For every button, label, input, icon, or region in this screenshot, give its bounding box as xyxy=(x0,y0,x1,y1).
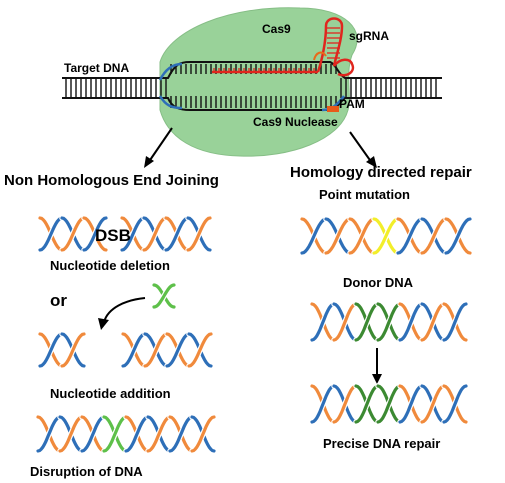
dna-blue-edge xyxy=(158,95,183,110)
insertion-arrow xyxy=(98,297,146,330)
strand-segment xyxy=(190,415,216,453)
target-dna-ladder xyxy=(62,61,442,112)
dna-bottom-strand xyxy=(62,97,442,111)
strand-segment xyxy=(354,384,380,424)
sgrna-shape xyxy=(212,17,355,77)
strand-segment xyxy=(152,283,176,309)
strand-segment xyxy=(376,384,402,424)
strand-segment xyxy=(442,384,468,424)
point-mutation-helix xyxy=(299,216,473,256)
strand-segment xyxy=(82,216,108,252)
strand-segment xyxy=(60,216,86,252)
strand-segment xyxy=(442,302,468,342)
point-mutation-label: Point mutation xyxy=(319,187,410,202)
strand-segment xyxy=(60,332,86,368)
target-dna-label: Target DNA xyxy=(64,61,129,75)
dna-blue-edge xyxy=(158,62,183,81)
dsb-helix-right xyxy=(119,215,213,253)
nucleotide-deletion-label: Nucleotide deletion xyxy=(50,258,170,273)
strand-segment xyxy=(444,217,472,255)
hdr-heading: Homology directed repair xyxy=(290,164,472,181)
strand-segment xyxy=(324,217,352,255)
strand-segment xyxy=(420,302,446,342)
cas9-protein-shape xyxy=(159,7,358,157)
nucleotide-addition-label: Nucleotide addition xyxy=(50,386,171,401)
addition-helix-right xyxy=(120,331,214,369)
or-label: or xyxy=(50,291,67,310)
cas9-nuclease-label: Cas9 Nuclease xyxy=(253,115,338,129)
strand-segment xyxy=(168,415,194,453)
strand-segment xyxy=(332,384,358,424)
strand-segment xyxy=(164,216,190,252)
strand-segment xyxy=(420,384,446,424)
donor-dna-label: Donor DNA xyxy=(343,275,414,290)
strand-segment xyxy=(354,302,380,342)
pam-label: PAM xyxy=(339,97,365,111)
strand-segment xyxy=(38,216,64,252)
pam-marker xyxy=(327,106,339,112)
arrow-to-hdr xyxy=(349,131,377,168)
arrow-to-nhej xyxy=(144,127,173,168)
cas9-label: Cas9 xyxy=(262,22,291,36)
strand-segment xyxy=(36,415,62,453)
strand-segment xyxy=(165,332,191,368)
strand-segment xyxy=(376,302,402,342)
precise-repair-label: Precise DNA repair xyxy=(323,436,440,451)
addition-helix-left xyxy=(37,331,87,369)
strand-segment xyxy=(102,415,128,453)
strand-segment xyxy=(80,415,106,453)
nhej-heading: Non Homologous End Joining xyxy=(4,172,219,189)
sgrna-tail xyxy=(333,58,355,77)
sgrna-loop xyxy=(313,51,327,61)
green-insert-fragment xyxy=(151,282,177,310)
dsb-label: DSB xyxy=(95,226,131,245)
strand-segment xyxy=(186,216,212,252)
dsb-helix-left xyxy=(37,215,109,253)
strand-segment xyxy=(310,302,336,342)
donor-dna-helix xyxy=(309,301,469,343)
strand-segment xyxy=(348,217,376,255)
disruption-helix xyxy=(35,414,217,454)
strand-segment xyxy=(187,332,213,368)
strand-segment xyxy=(398,302,424,342)
strand-segment xyxy=(398,384,424,424)
helices xyxy=(35,215,473,454)
strand-segment xyxy=(121,332,147,368)
strand-segment xyxy=(310,384,336,424)
strand-segment xyxy=(58,415,84,453)
strand-segment xyxy=(332,302,358,342)
donor-arrow xyxy=(372,348,382,384)
strand-segment xyxy=(120,216,146,252)
strand-segment xyxy=(300,217,328,255)
sgrna-label: sgRNA xyxy=(349,29,389,43)
disruption-label: Disruption of DNA xyxy=(30,464,143,479)
strand-segment xyxy=(372,217,400,255)
strand-segment xyxy=(38,332,64,368)
strand-segment xyxy=(396,217,424,255)
strand-segment xyxy=(142,216,168,252)
strand-segment xyxy=(124,415,150,453)
strand-segment xyxy=(420,217,448,255)
strand-segment xyxy=(146,415,172,453)
strand-segment xyxy=(143,332,169,368)
precise-repair-helix xyxy=(309,383,469,425)
